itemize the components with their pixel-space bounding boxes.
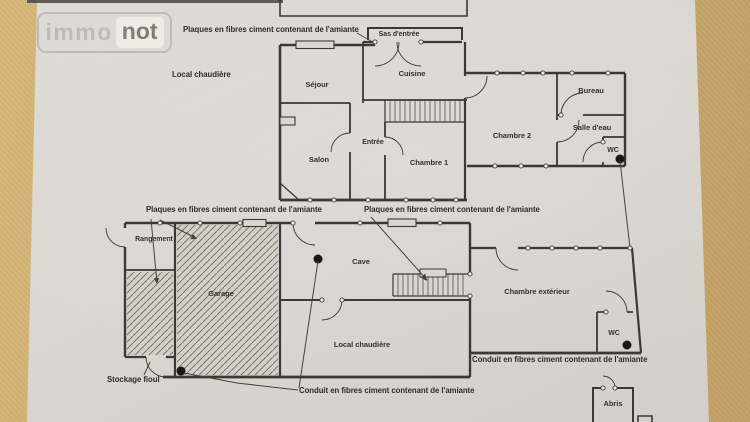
conduit-dot-wc-upper bbox=[615, 154, 625, 164]
stockage-asbestos-hatch bbox=[127, 272, 173, 355]
room-label-wc-upper: WC bbox=[607, 147, 619, 154]
arrowhead bbox=[420, 273, 427, 281]
terrace-outline bbox=[279, 0, 468, 17]
sas-door-arcs bbox=[374, 41, 422, 67]
room-label-local-chaudiere: Local chaudière bbox=[333, 340, 391, 349]
local-chaudiere-door-arc bbox=[321, 299, 343, 321]
annotation-plaques-top: Plaques en fibres ciment contenant de l'… bbox=[183, 25, 359, 34]
room-label-bureau: Bureau bbox=[578, 86, 604, 95]
cave-conduit-leader bbox=[298, 260, 319, 389]
garage-asbestos-hatch bbox=[177, 225, 278, 375]
room-label-chambre-exterieur: Chambre extérieur bbox=[504, 287, 570, 296]
photo-top-shadow bbox=[27, 0, 283, 3]
bureau-door-arc bbox=[560, 92, 584, 116]
plaques-top-leader bbox=[356, 32, 372, 42]
room-label-chambre2: Chambre 2 bbox=[492, 131, 532, 140]
conduit-dot-cave bbox=[313, 254, 323, 264]
sejour-window bbox=[295, 40, 335, 50]
garage-window bbox=[242, 218, 267, 228]
room-label-salle-eau: Salle d'eau bbox=[572, 123, 612, 132]
room-label-cuisine: Cuisine bbox=[398, 69, 426, 78]
annex bbox=[470, 246, 653, 422]
small-annex-outline bbox=[637, 415, 653, 422]
annotation-plaques-lower-left: Plaques en fibres ciment contenant de l'… bbox=[146, 205, 322, 214]
room-label-salon: Salon bbox=[308, 155, 330, 164]
plaques-left-leader-1 bbox=[150, 218, 158, 284]
abris-walls bbox=[592, 387, 634, 422]
conduit-dot-garage bbox=[176, 366, 186, 376]
immonot-logo: immo not bbox=[37, 12, 172, 53]
annex-right-wall bbox=[630, 247, 643, 354]
room-label-garage: Garage bbox=[208, 289, 234, 298]
garage-conduit-leader bbox=[183, 372, 299, 391]
room-label-wc-annex: WC bbox=[608, 330, 620, 337]
chambre2-door-arc bbox=[464, 75, 488, 99]
annotation-conduit-bottom: Conduit en fibres ciment contenant de l'… bbox=[299, 386, 475, 395]
arrowhead bbox=[190, 234, 197, 240]
room-label-entree: Entrée bbox=[362, 139, 384, 146]
staircase-upper bbox=[384, 100, 465, 123]
salle-eau-door-arc bbox=[556, 119, 580, 143]
annotation-plaques-lower-mid: Plaques en fibres ciment contenant de l'… bbox=[364, 205, 540, 214]
salon-window bbox=[279, 116, 296, 126]
annotation-leaders bbox=[150, 32, 631, 391]
cave-window bbox=[387, 218, 417, 228]
annex-door-arc bbox=[495, 247, 519, 271]
annotation-local-chaudiere: Local chaudière bbox=[172, 70, 231, 79]
annotation-stockage-fioul: Stockage fioul bbox=[107, 375, 160, 384]
arrowhead bbox=[153, 277, 160, 284]
rangement-door-arc bbox=[105, 227, 126, 248]
wc-upper-conduit-leader bbox=[619, 160, 631, 249]
conduit-dot-wc-annex bbox=[622, 340, 632, 350]
annex-wc-door-arc bbox=[605, 290, 628, 313]
room-label-rangement: Rangement bbox=[135, 236, 173, 243]
plaques-mid-leader bbox=[370, 216, 428, 281]
room-label-abris: Abris bbox=[603, 399, 623, 408]
stockage-door-arc bbox=[145, 356, 167, 378]
salon-door-arc bbox=[330, 132, 351, 153]
annotation-conduit-right: Conduit en fibres ciment contenant de l'… bbox=[472, 355, 648, 364]
chambre1-door-arc bbox=[384, 136, 404, 156]
cave-door-arc bbox=[292, 222, 316, 246]
room-label-cave: Cave bbox=[352, 257, 370, 266]
logo-immo-text: immo bbox=[45, 19, 113, 45]
sas-entree-walls bbox=[367, 27, 463, 40]
logo-not-text: not bbox=[115, 17, 164, 48]
room-label-sejour: Séjour bbox=[305, 80, 329, 89]
staircase-lower bbox=[392, 268, 470, 297]
wall-markers bbox=[157, 39, 633, 391]
wc-upper-door-arc bbox=[582, 141, 604, 163]
stockage-leader bbox=[143, 361, 151, 376]
room-label-sas-entree: Sas d'entrée bbox=[378, 31, 420, 38]
room-label-chambre1: Chambre 1 bbox=[409, 158, 449, 167]
lower-plan bbox=[105, 218, 472, 379]
salon-corner-diagonal bbox=[279, 182, 300, 201]
plaques-left-leader-2 bbox=[159, 219, 197, 239]
